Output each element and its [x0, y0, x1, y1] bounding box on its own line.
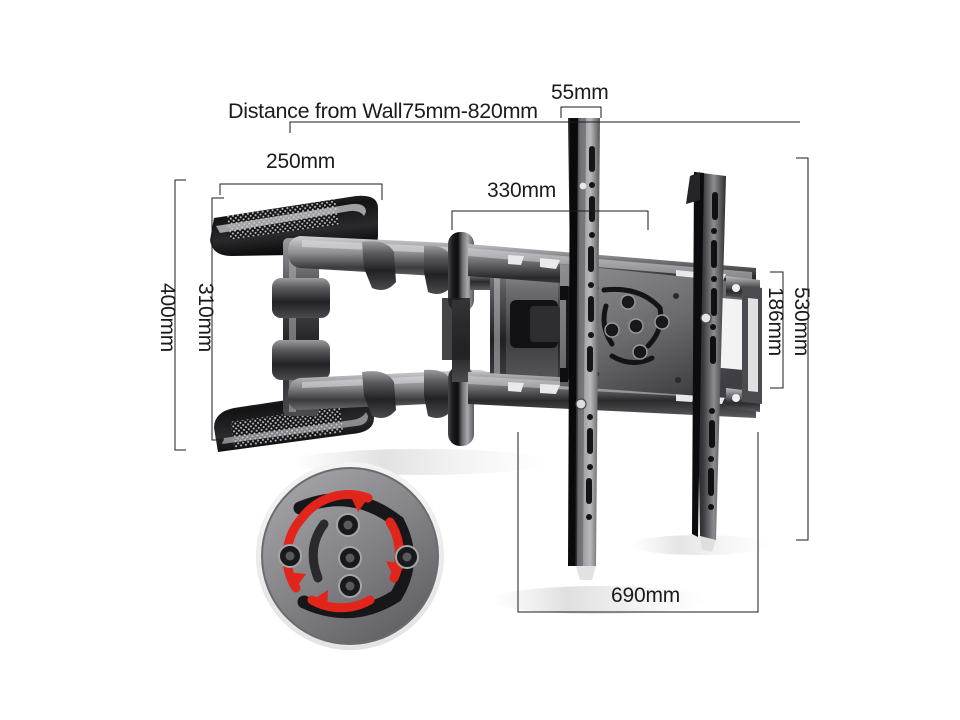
- tilt-housing-slot-inner: [530, 306, 560, 342]
- dimline-250: [219, 183, 383, 200]
- dimline-distance-from-wall: [289, 121, 800, 133]
- tv-rail-left-edge: [568, 118, 578, 566]
- bracket-wing-right: [726, 276, 762, 412]
- tv-rail-left-reflection: [576, 566, 596, 580]
- tv-rail-right-hook: [686, 172, 700, 204]
- dimension-label-400: 400mm: [156, 283, 179, 353]
- tv-rail-right-slots: [708, 192, 718, 510]
- articulating-arm-lower: [288, 369, 492, 418]
- bracket-wing-hole-top: [732, 284, 740, 292]
- swivel-hub-bolts: [604, 294, 670, 360]
- dimline-530: [796, 157, 809, 541]
- tv-rail-right-edge: [692, 172, 704, 537]
- dimline-690: [517, 432, 759, 613]
- dimline-55: [560, 106, 602, 118]
- detail-bolts: [278, 513, 419, 598]
- pivot-cylinder-upper: [448, 232, 474, 312]
- pivot-shade: [442, 298, 470, 360]
- tv-rail-left-slots: [586, 146, 595, 520]
- wall-pad-top-highlight: [216, 203, 366, 233]
- tv-rail-left: [568, 118, 600, 566]
- tilt-housing: [490, 252, 560, 398]
- swivel-hub-slot-lower: [609, 353, 655, 365]
- rotation-arrow-icon-group: [282, 490, 406, 613]
- swivel-hub-slot-left: [601, 303, 615, 347]
- rotation-arrow-head-bottom: [312, 590, 328, 609]
- wall-plate-assembly: [210, 195, 378, 452]
- pivot-cylinder-lower: [448, 366, 474, 446]
- tv-rail-left-stripe: [577, 118, 586, 566]
- wall-plate-knuckle-upper: [272, 278, 330, 318]
- dimension-label-530: 530mm: [790, 287, 813, 357]
- dimension-label-250: 250mm: [266, 150, 336, 173]
- wall-plate-spine-highlight: [289, 242, 296, 412]
- wall-pad-bottom-highlight: [222, 412, 368, 444]
- arm-lower-elbow-2: [424, 369, 452, 418]
- dimline-330: [451, 210, 649, 230]
- rotation-arrow-head-top: [350, 495, 368, 512]
- dimension-label-690: 690mm: [611, 584, 681, 607]
- articulating-arm-upper: [288, 236, 492, 294]
- detail-slot-inner: [308, 519, 329, 583]
- arm-upper-elbow-2: [424, 245, 452, 294]
- bracket-wing-hole-bottom: [732, 394, 740, 402]
- rotation-arrow-head-left: [287, 572, 306, 588]
- dimension-label-distance-from-wall: Distance from Wall75mm-820mm: [228, 99, 538, 123]
- rotation-arrow-icon-top: [297, 490, 373, 523]
- tv-rail-right-reflection: [700, 536, 716, 552]
- floor-shadow-center: [490, 586, 710, 614]
- tv-rail-left-pin-lower: [575, 398, 587, 410]
- dimension-label-310: 310mm: [194, 283, 217, 353]
- arm-lower-elbow: [362, 371, 396, 418]
- tv-rail-left-pin-upper: [579, 182, 587, 190]
- tilt-housing-highlight: [494, 258, 500, 392]
- floor-shadow-right: [630, 535, 770, 555]
- arm-upper-elbow: [362, 241, 396, 290]
- dimline-186: [770, 271, 784, 389]
- swivel-hub-slot-upper: [601, 286, 663, 311]
- dimension-label-186: 186mm: [764, 287, 787, 357]
- wall-plate-knuckle-lower: [272, 340, 330, 380]
- dimension-label-55: 55mm: [551, 81, 609, 104]
- dimension-label-330: 330mm: [487, 179, 557, 202]
- tv-rail-right: [686, 172, 726, 540]
- dimline-400: [174, 179, 186, 451]
- bracket-wing-cutout: [748, 298, 758, 392]
- tv-rail-right-pin: [700, 312, 712, 324]
- dimline-310: [211, 197, 224, 441]
